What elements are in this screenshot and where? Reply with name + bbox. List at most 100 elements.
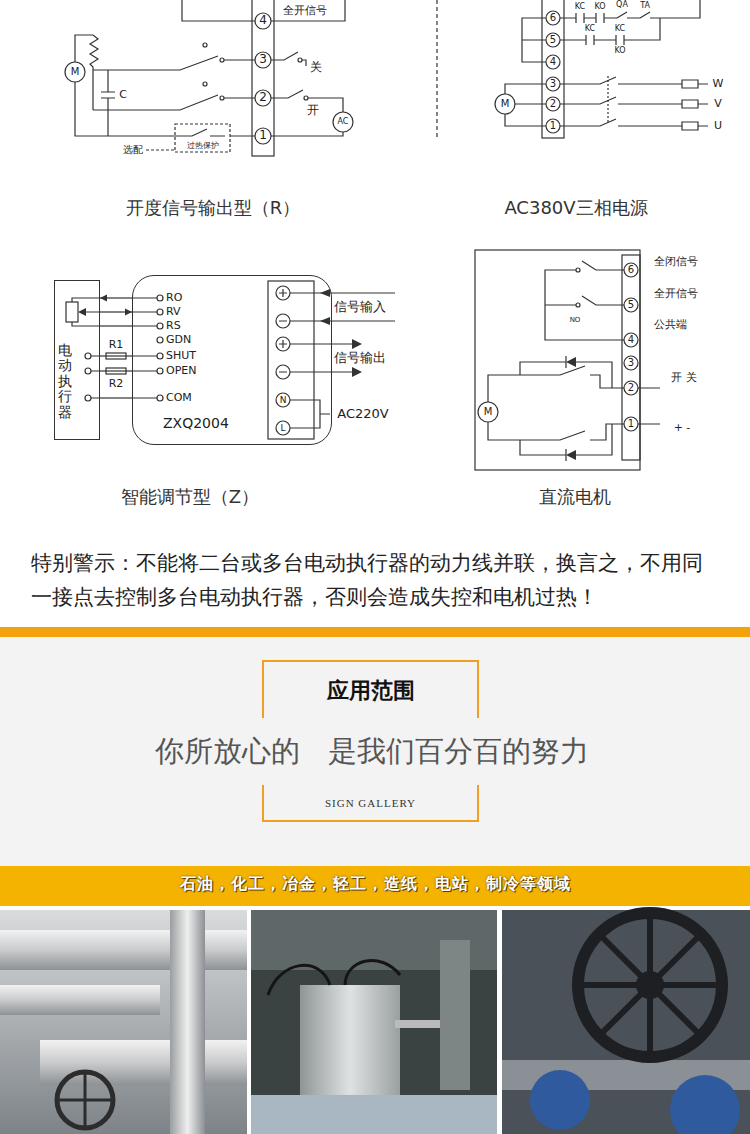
signal-name: 全开信号 xyxy=(283,5,327,18)
contact-label: QA xyxy=(616,0,628,9)
photo-ground xyxy=(0,910,247,1134)
wiring-380v xyxy=(437,0,708,140)
terminal-number: 3 xyxy=(259,53,267,67)
signal-lines xyxy=(290,293,395,428)
motor-label: M xyxy=(484,406,493,418)
signal-arrow xyxy=(352,367,362,377)
photo-valves xyxy=(502,910,750,1134)
pin-name: RO xyxy=(166,292,182,305)
fuse-symbols xyxy=(682,80,698,130)
diagram-caption: AC380V三相电源 xyxy=(504,198,647,219)
protection-label: 过热保护 xyxy=(187,141,219,150)
wire xyxy=(100,325,132,326)
linkage-line xyxy=(607,76,608,124)
motor-symbol xyxy=(478,402,498,422)
handwheel xyxy=(578,913,722,1057)
diagram-caption: 开度信号输出型（R） xyxy=(126,198,301,219)
industry-list: 石油，化工，冶金，轻工，造纸，电站，制冷等领域 xyxy=(0,875,750,893)
switch-label: 关 xyxy=(310,61,322,75)
potentiometer-symbol xyxy=(66,302,78,322)
connector xyxy=(100,398,132,399)
terminal-circles xyxy=(546,11,560,133)
dashed-boundary xyxy=(436,0,437,140)
terminal-circles xyxy=(255,13,271,144)
slogan: 你所放心的 是我们百分百的努力 xyxy=(155,735,589,768)
contact-label: TA xyxy=(640,1,650,10)
wire xyxy=(100,355,132,356)
photo-machine xyxy=(251,910,497,1134)
accent-bar xyxy=(0,627,750,637)
signal-arrow xyxy=(320,317,330,325)
motor-label: M xyxy=(501,98,510,110)
gray-panel xyxy=(0,637,750,866)
source-symbol: AC xyxy=(338,117,349,126)
pin-name: RS xyxy=(166,320,181,333)
signal-name: 信号输出 xyxy=(334,351,386,366)
polarity-label: + - xyxy=(674,422,691,435)
edge-label: R1 xyxy=(108,339,125,352)
contact-circles xyxy=(203,43,308,100)
terminal-strip xyxy=(622,255,640,460)
wiring-dc xyxy=(475,250,660,470)
contact-label: KO xyxy=(594,2,605,11)
pipe xyxy=(0,985,160,1015)
switch-label: 开 关 xyxy=(671,372,697,385)
wiring-r xyxy=(65,0,353,156)
wires xyxy=(488,261,660,455)
wiring-z xyxy=(66,281,395,439)
arrowhead xyxy=(100,295,107,302)
option-note: 选配 xyxy=(123,144,143,156)
photo-pipes xyxy=(0,910,247,1134)
terminal-number: 2 xyxy=(259,91,267,105)
contact-circles xyxy=(576,268,580,307)
diagram-caption: 智能调节型（Z） xyxy=(121,487,259,508)
terminal-number: 6 xyxy=(550,12,556,24)
wires xyxy=(75,0,345,136)
terminal-number: 3 xyxy=(550,78,556,90)
housing xyxy=(475,250,640,470)
terminal-circles xyxy=(276,286,290,435)
wiper-arrow xyxy=(78,308,86,316)
diode-bar xyxy=(565,356,566,461)
diode-symbol xyxy=(566,450,576,460)
polarity-signs xyxy=(279,289,287,372)
terminal-number: 5 xyxy=(550,34,556,46)
terminal-strip xyxy=(252,0,274,156)
supply-label: AC220V xyxy=(337,407,388,422)
signal-arrow xyxy=(352,339,362,349)
photo-ground xyxy=(251,910,497,1134)
ac-source xyxy=(333,112,353,132)
signal-name: 信号输入 xyxy=(334,300,386,315)
warning-note: 特别警示：不能将二台或多台电动执行器的动力线并联，换言之，不用同一接点去控制多台… xyxy=(31,546,721,614)
terminal-strip xyxy=(542,0,564,138)
terminal-number: 4 xyxy=(259,14,267,28)
pin-circles xyxy=(157,295,163,401)
model-name: ZXQ2004 xyxy=(163,415,229,431)
actuator-box: 电动执行器 xyxy=(54,280,100,440)
terminal-number: 5 xyxy=(628,299,634,311)
motor-symbol xyxy=(495,94,515,114)
handwheel xyxy=(57,1072,113,1128)
industry-band: 石油，化工，冶金，轻工，造纸，电站，制冷等领域 xyxy=(0,866,750,906)
terminal-number: 1 xyxy=(259,129,267,143)
terminal-number: 4 xyxy=(628,334,634,346)
valve-body xyxy=(530,1070,590,1130)
terminal-number: 2 xyxy=(550,98,556,110)
wires xyxy=(505,0,708,126)
connector xyxy=(100,295,132,302)
terminal-strip xyxy=(268,281,314,439)
handwheel-spokes xyxy=(578,913,722,1057)
switch-label: 开 xyxy=(307,104,319,118)
terminal-number: 2 xyxy=(628,382,634,394)
signal-name: 全开信号 xyxy=(654,288,698,301)
pillar xyxy=(440,940,470,1090)
terminal-letter: L xyxy=(280,423,285,433)
contact-label: KO xyxy=(614,46,625,55)
motor-label: M xyxy=(71,66,80,78)
contact-label: KC xyxy=(585,24,595,33)
arrowhead xyxy=(125,309,132,316)
controller-box: ZXQ2004 xyxy=(132,275,332,445)
motor-symbol xyxy=(65,62,85,82)
pin-name: COM xyxy=(166,392,192,405)
